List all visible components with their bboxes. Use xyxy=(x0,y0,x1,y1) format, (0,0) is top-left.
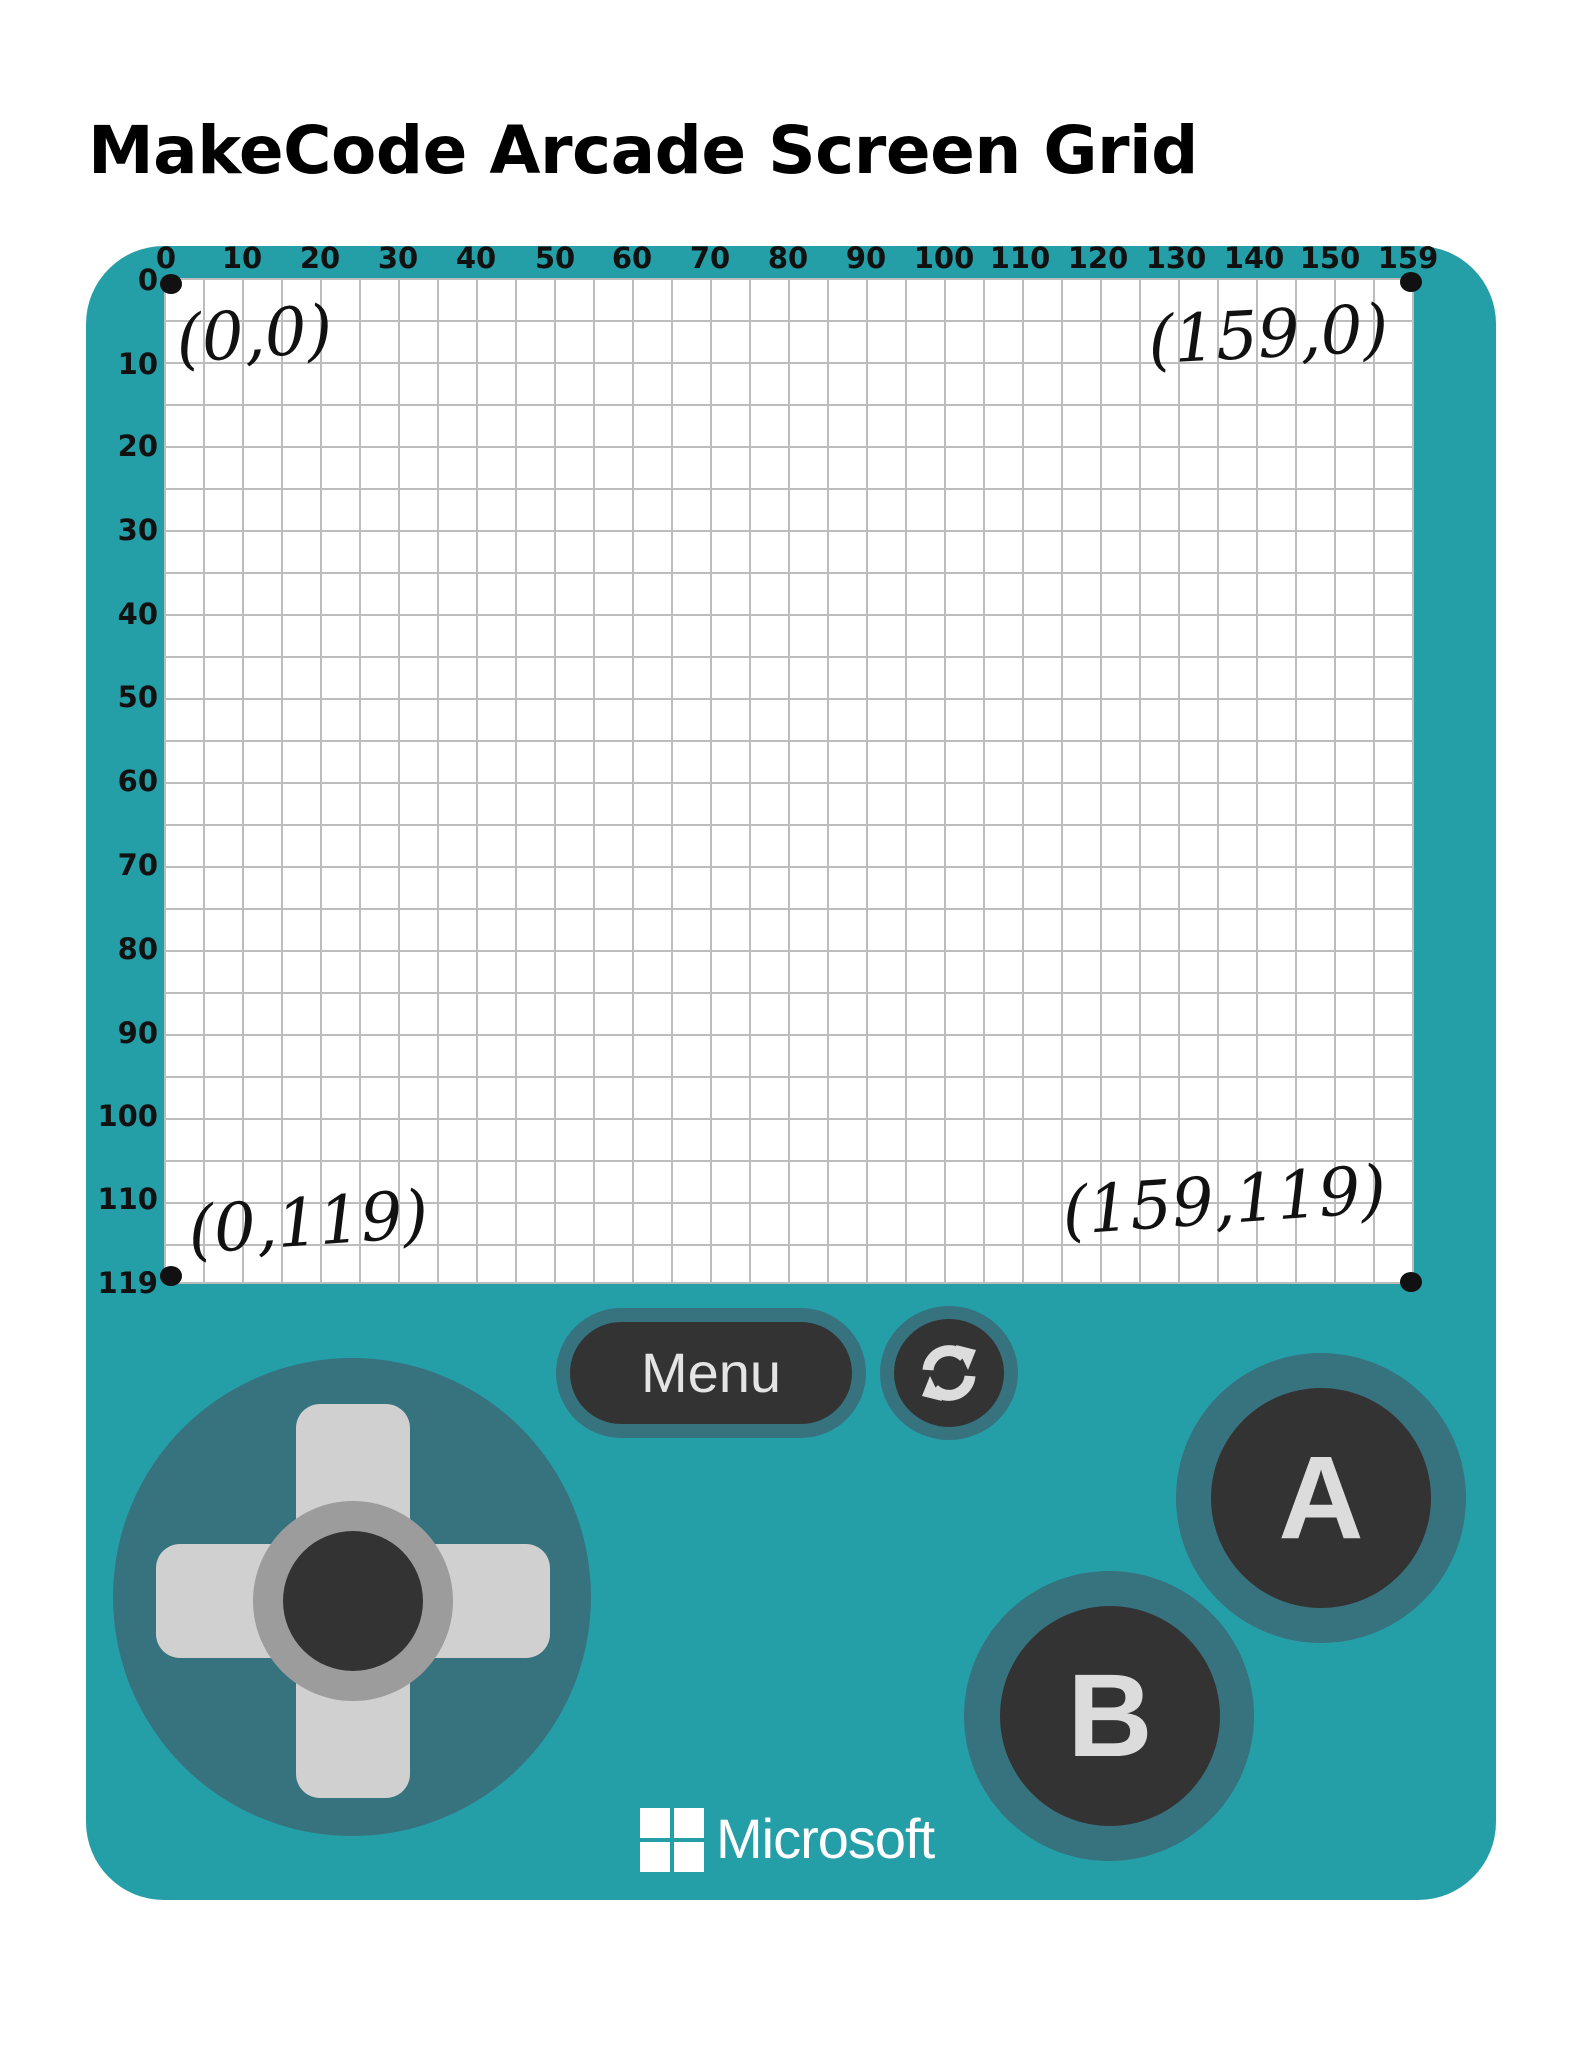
x-tick-120: 120 xyxy=(1067,241,1129,275)
x-tick-50: 50 xyxy=(534,241,576,275)
y-tick-100: 100 xyxy=(97,1099,158,1133)
y-tick-90: 90 xyxy=(117,1016,158,1050)
screen-grid xyxy=(164,278,1414,1284)
corner-dot-bottom-left xyxy=(160,1266,182,1286)
y-tick-110: 110 xyxy=(97,1182,158,1216)
corner-dot-bottom-right xyxy=(1400,1272,1422,1292)
menu-button[interactable]: Menu xyxy=(570,1322,852,1424)
x-tick-110: 110 xyxy=(989,241,1051,275)
x-tick-30: 30 xyxy=(377,241,419,275)
x-tick-10: 10 xyxy=(221,241,263,275)
dpad-icon[interactable] xyxy=(283,1531,423,1671)
a-button[interactable]: A xyxy=(1211,1388,1431,1608)
x-tick-150: 150 xyxy=(1299,241,1361,275)
b-button[interactable]: B xyxy=(1000,1606,1220,1826)
reset-button[interactable] xyxy=(894,1319,1004,1427)
y-tick-50: 50 xyxy=(117,680,158,714)
y-tick-0: 0 xyxy=(137,263,158,297)
corner-dot-top-right xyxy=(1400,272,1422,292)
page-title: MakeCode Arcade Screen Grid xyxy=(88,112,1198,189)
annotation-top-left: (0,0) xyxy=(173,290,335,379)
x-tick-60: 60 xyxy=(611,241,653,275)
corner-dot-top-left xyxy=(160,274,182,294)
x-tick-20: 20 xyxy=(299,241,341,275)
y-tick-30: 30 xyxy=(117,513,158,547)
x-tick-70: 70 xyxy=(689,241,731,275)
x-tick-0: 0 xyxy=(155,241,177,275)
microsoft-wordmark: Microsoft xyxy=(716,1807,935,1870)
y-tick-119: 119 xyxy=(97,1266,158,1300)
y-tick-60: 60 xyxy=(117,764,158,798)
y-tick-40: 40 xyxy=(117,597,158,631)
y-tick-20: 20 xyxy=(117,429,158,463)
x-tick-40: 40 xyxy=(455,241,497,275)
y-tick-70: 70 xyxy=(117,848,158,882)
x-tick-159: 159 xyxy=(1377,241,1439,275)
x-tick-100: 100 xyxy=(913,241,975,275)
x-tick-90: 90 xyxy=(845,241,887,275)
x-tick-140: 140 xyxy=(1223,241,1285,275)
x-tick-80: 80 xyxy=(767,241,809,275)
x-tick-130: 130 xyxy=(1145,241,1207,275)
y-tick-10: 10 xyxy=(117,347,158,381)
microsoft-logo-icon xyxy=(640,1808,704,1872)
annotation-bottom-left: (0,119) xyxy=(185,1175,431,1270)
refresh-icon xyxy=(922,1345,976,1401)
y-tick-80: 80 xyxy=(117,932,158,966)
annotation-top-right: (159,0) xyxy=(1146,289,1391,380)
